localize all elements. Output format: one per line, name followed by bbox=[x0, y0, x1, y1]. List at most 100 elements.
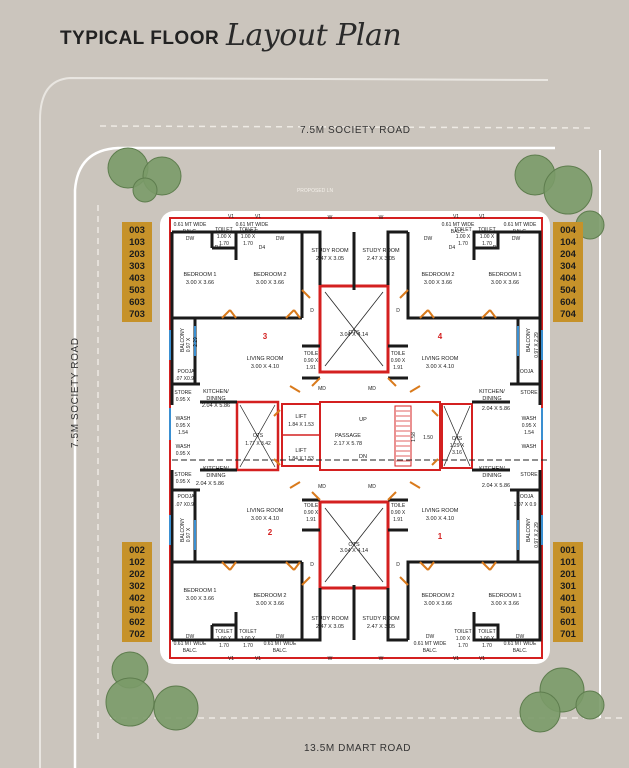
pooja-label: POOJA bbox=[517, 369, 535, 375]
tree-cluster-top-left bbox=[107, 147, 182, 203]
door-label: DW bbox=[512, 236, 521, 242]
unit-number: 702 bbox=[129, 629, 145, 640]
ots-size: 3.04 X 4.14 bbox=[340, 548, 368, 554]
tree-cluster-top-right bbox=[514, 154, 605, 240]
balcony-label: BALCONY bbox=[526, 327, 532, 352]
balcony-label: BALCONY bbox=[180, 517, 186, 542]
door-label: D bbox=[396, 562, 400, 568]
store-label: STORE bbox=[174, 472, 192, 478]
door-label: D4 bbox=[215, 245, 222, 251]
bedroom-size: 3.00 X 3.66 bbox=[491, 601, 519, 607]
ventilator-label: V1 bbox=[255, 656, 261, 662]
door-label: DW bbox=[276, 236, 285, 242]
living-label: LIVING ROOM bbox=[422, 356, 459, 362]
unit-number: 203 bbox=[129, 249, 145, 260]
balcony-label: 0.61 MT WIDE bbox=[442, 222, 475, 228]
bedroom-label: BEDROOM 1 bbox=[183, 272, 216, 278]
unit-number: 201 bbox=[560, 569, 576, 580]
ots-top bbox=[318, 284, 390, 374]
toilet-label: 1.70 bbox=[482, 241, 492, 247]
lift-size: 1.84 X 1.53 bbox=[288, 422, 314, 428]
wash-size: 0.95 X bbox=[176, 423, 191, 429]
kitchen-label: DINING bbox=[482, 473, 501, 479]
ventilator-label: V1 bbox=[228, 214, 234, 220]
ots-size: 3.04 X 4.14 bbox=[340, 332, 368, 338]
wc-label: TOILE bbox=[391, 503, 406, 509]
unit-number: 304 bbox=[560, 261, 576, 272]
balcony-label: BALC. bbox=[513, 648, 527, 654]
kitchen-label: DINING bbox=[482, 396, 501, 402]
toilet-label: 1.70 bbox=[458, 643, 468, 649]
wc-label: TOILE bbox=[304, 351, 319, 357]
pooja-size: .07 X0.91 bbox=[175, 376, 197, 382]
ots-label: OTS bbox=[348, 542, 360, 548]
door-label: D bbox=[396, 308, 400, 314]
toilet-label: 1.00 X bbox=[456, 636, 471, 642]
study-label: STUDY ROOM bbox=[362, 616, 400, 622]
kitchen-label: DINING bbox=[206, 473, 225, 479]
toilet-label: 1.00 X bbox=[241, 234, 256, 240]
wash-size: 1.54 bbox=[178, 430, 188, 436]
wash-label: WASH bbox=[176, 444, 191, 450]
dimension-label: 1.58 bbox=[411, 432, 417, 442]
ventilator-label: V1 bbox=[453, 656, 459, 662]
main-door-label: MD bbox=[318, 484, 326, 490]
wash-label: WASH bbox=[176, 416, 191, 422]
bedroom-size: 3.00 X 3.66 bbox=[424, 601, 452, 607]
wc-label: 0.90 X bbox=[304, 358, 319, 364]
toilet-label: TOILET bbox=[239, 227, 256, 233]
living-size: 3.00 X 4.10 bbox=[251, 516, 279, 522]
unit-number: 003 bbox=[129, 225, 145, 236]
unit-number: 302 bbox=[129, 581, 145, 592]
unit-number: 102 bbox=[129, 557, 145, 568]
wash-label: WASH bbox=[522, 416, 537, 422]
passage-size: 2.17 X 5.78 bbox=[334, 441, 362, 447]
window-label: W bbox=[328, 656, 333, 662]
kitchen-size: 2.04 X 5.86 bbox=[202, 403, 230, 409]
kitchen-label: KITCHEN/ bbox=[203, 389, 229, 395]
road-label-bottom: 13.5M DMART ROAD bbox=[304, 743, 412, 754]
bedroom-size: 3.00 X 3.66 bbox=[256, 280, 284, 286]
main-door-label: MD bbox=[318, 386, 326, 392]
wc-label: 1.91 bbox=[306, 365, 316, 371]
balcony-label: 0.61 MT WIDE bbox=[264, 641, 297, 647]
unit-number: 604 bbox=[560, 297, 576, 308]
door-label: DW bbox=[424, 236, 433, 242]
wash-size: 0.95 X bbox=[522, 423, 537, 429]
balcony-label: BALC. bbox=[513, 229, 527, 235]
balcony-label: BALC. bbox=[273, 648, 287, 654]
wc-label: TOILE bbox=[304, 503, 319, 509]
bedroom-size: 3.00 X 3.66 bbox=[256, 601, 284, 607]
unit-number: 704 bbox=[560, 309, 576, 320]
unit-number: 402 bbox=[129, 593, 145, 604]
toilet-label: 1.00 X bbox=[241, 636, 256, 642]
unit-number: 004 bbox=[560, 225, 576, 236]
tree-cluster-bottom-right bbox=[519, 667, 605, 733]
unit-number: 501 bbox=[560, 605, 576, 616]
bedroom-label: BEDROOM 2 bbox=[421, 272, 454, 278]
bedroom-size: 3.00 X 3.66 bbox=[491, 280, 519, 286]
balcony-size: 0.97 X 2.29 bbox=[534, 332, 540, 358]
balcony-label: BALC. bbox=[183, 648, 197, 654]
toilet-label: TOILET bbox=[215, 227, 232, 233]
study-label: STUDY ROOM bbox=[362, 248, 400, 254]
wc-label: 0.90 X bbox=[391, 358, 406, 364]
study-size: 2.47 X 3.05 bbox=[316, 256, 344, 262]
unit-number: 101 bbox=[560, 557, 576, 568]
balcony-label: 0.61 MT WIDE bbox=[174, 222, 207, 228]
balcony-size: 0.97 X 2.29 bbox=[534, 522, 540, 548]
balcony-label: 0.61 MT WIDE bbox=[504, 222, 537, 228]
unit-number: 202 bbox=[129, 569, 145, 580]
wash-size: 1.54 bbox=[524, 430, 534, 436]
bedroom-label: BEDROOM 1 bbox=[488, 272, 521, 278]
door-label: D4 bbox=[493, 245, 500, 251]
lift-label: LIFT bbox=[295, 448, 307, 454]
living-size: 3.00 X 4.10 bbox=[426, 364, 454, 370]
unit-number: 404 bbox=[560, 273, 576, 284]
site-boundary bbox=[39, 76, 625, 768]
